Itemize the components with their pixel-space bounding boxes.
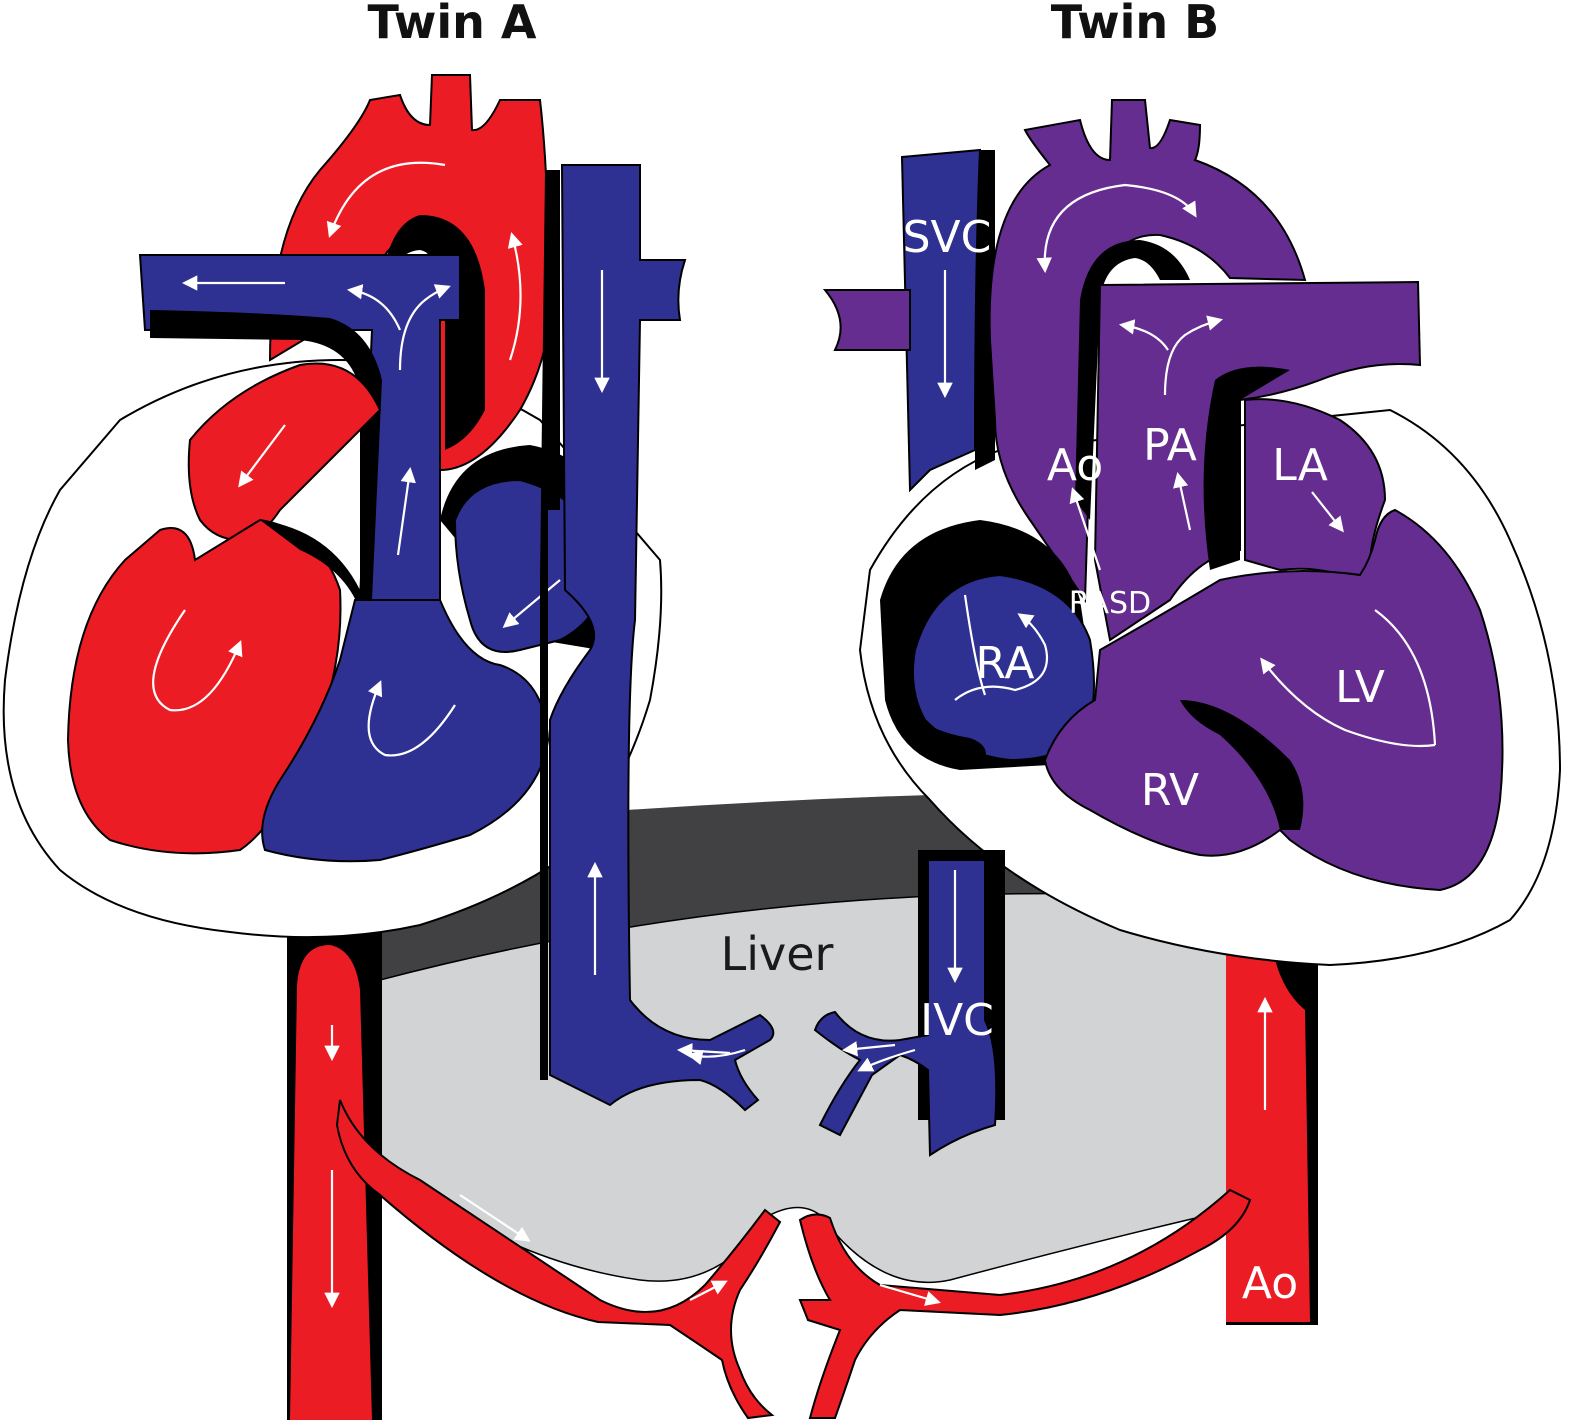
flow-arrow-icon	[1118, 319, 1169, 351]
flow-arrow-icon	[346, 284, 402, 331]
label-rasd: RASD	[1069, 586, 1151, 621]
label-lv: LV	[1335, 662, 1385, 713]
flow-arrow-icon	[676, 1043, 731, 1059]
label-rv: RV	[1141, 765, 1199, 816]
flow-arrow-icon	[1067, 1281, 1158, 1307]
flow-arrow-icon	[1163, 315, 1223, 396]
flow-arrow-icon	[238, 424, 286, 488]
twin-a-vena-cava	[540, 164, 775, 1112]
twin-b-heart	[813, 99, 1562, 1157]
label-ivc: IVC	[920, 995, 994, 1046]
flow-arrow-icon	[689, 1280, 728, 1301]
flow-arrow-icon	[841, 1041, 896, 1057]
label-la: LA	[1272, 440, 1328, 491]
label-liver: Liver	[721, 927, 834, 981]
label-ao-heart: Ao	[1047, 440, 1103, 491]
label-ao-abdominal: Ao	[1242, 1258, 1298, 1309]
umbilical-arteries	[335, 1099, 1252, 1420]
flow-arrow-icon	[398, 284, 451, 371]
flow-arrow-icon	[686, 1048, 746, 1065]
flow-arrow-icon	[396, 466, 416, 556]
label-ra: RA	[976, 638, 1035, 689]
flow-arrow-icon	[326, 161, 446, 238]
flow-arrow-icon	[367, 680, 456, 757]
flow-arrow-icon	[857, 1048, 916, 1072]
label-svc: SVC	[903, 212, 992, 263]
flow-arrow-icon	[1173, 471, 1192, 531]
flow-arrow-icon	[1311, 491, 1344, 533]
flow-arrow-icon	[1260, 657, 1436, 748]
label-pa: PA	[1143, 420, 1197, 471]
flow-arrow-icon	[1036, 183, 1197, 274]
flow-arrow-icon	[507, 232, 523, 361]
flow-arrow-icon	[1374, 609, 1437, 746]
flow-arrow-icon	[459, 1194, 531, 1242]
twin-b-title: Twin B	[1051, 0, 1219, 49]
flow-arrow-icon	[152, 609, 243, 712]
flow-arrow-icon	[879, 1283, 941, 1306]
flow-arrow-icon	[954, 613, 1049, 701]
flow-arrow-icon	[502, 579, 561, 628]
flow-arrow-icon	[1069, 487, 1102, 571]
twin-a-title: Twin A	[368, 0, 537, 49]
twin-b-abdominal-aorta	[1226, 930, 1318, 1325]
